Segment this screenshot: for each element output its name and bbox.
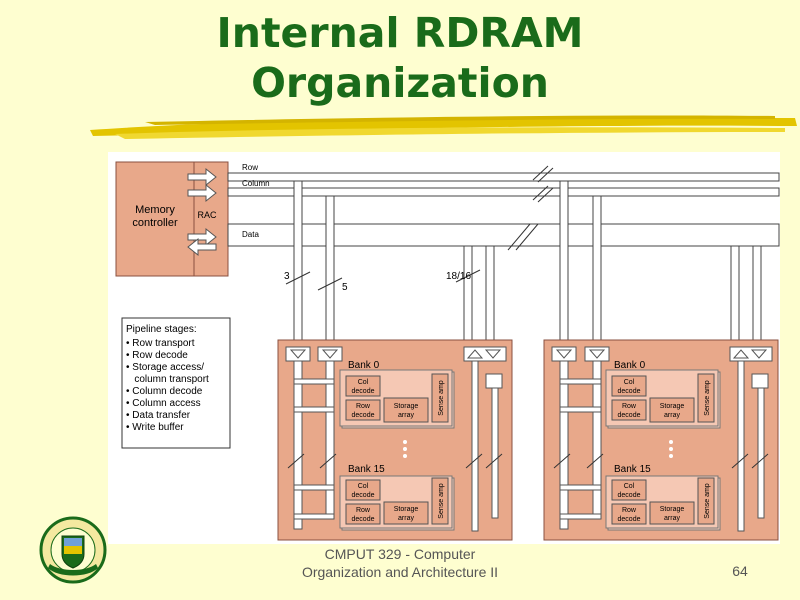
chip1-col-decode-label: Col (358, 379, 369, 386)
title-underline-swoosh (90, 115, 797, 139)
rdram-diagram: Memory controller RAC Row Column Data (108, 152, 780, 544)
rac-column-arrow-icon (187, 183, 217, 203)
rac-data-arrow-icon (187, 227, 217, 247)
chip2-bank0-label: Bank 0 (614, 360, 646, 371)
chip2-bank15-label: Bank 15 (614, 464, 651, 475)
input-buffer-icon (484, 349, 502, 359)
row-bus-label: Row (242, 163, 258, 172)
chip2-row-decode-label: Row (622, 507, 637, 514)
chip2-sense-amp-label: Sense amp (704, 380, 711, 416)
pipeline-stage-item: • Storage access/ (126, 362, 204, 373)
width-3-label: 3 (284, 271, 290, 282)
footer-line-2: Organization and Architecture II (301, 564, 499, 580)
pipeline-stage-item: • Write buffer (126, 422, 184, 433)
pipeline-stages-box: Pipeline stages: • Row transport • Row d… (121, 317, 231, 449)
data-bus (227, 223, 780, 247)
memory-controller-block: Memory controller RAC (115, 161, 229, 277)
column-bus-label: Column (242, 179, 270, 188)
output-buffer-icon (466, 349, 484, 359)
chip1-storage-array-label: array (398, 515, 414, 522)
pipeline-stage-item: column transport (126, 374, 209, 385)
output-buffer-icon (732, 349, 750, 359)
pipeline-stage-item: • Row decode (126, 350, 188, 361)
title-line-1: Internal RDRAM (216, 9, 584, 57)
chip1-row-decode-label: Row (356, 403, 371, 410)
chip1-sense-amp-label: Sense amp (438, 380, 445, 416)
width-18-16-label: 18/16 (446, 271, 471, 282)
row-bus (227, 172, 780, 182)
chip2-col-decode-label: decode (618, 492, 641, 499)
chip2-storage-array-label: Storage (660, 403, 685, 410)
chip2-row-decode-label: decode (618, 516, 641, 523)
chip2-ellipsis (669, 440, 673, 458)
page-number: 64 (732, 563, 748, 579)
pipeline-stage-item: • Column decode (126, 386, 203, 397)
pipeline-stage-item: • Row transport (126, 338, 195, 349)
title-line-2: Organization (251, 59, 549, 107)
input-buffer-icon (588, 349, 606, 359)
rdram-chip-1: Bank 0 Col decode Row decode Storage arr… (277, 339, 513, 541)
data-bus-label: Data (242, 230, 259, 239)
chip2-storage-array-label: array (664, 515, 680, 522)
chip2-col-decode-label: decode (618, 388, 641, 395)
memory-controller-label-1: Memory (135, 204, 175, 216)
chip1-storage-array-label: Storage (394, 403, 419, 410)
chip1-col-decode-label: Col (358, 483, 369, 490)
footer-course-info: CMPUT 329 - Computer Organization and Ar… (250, 545, 550, 581)
rac-label: RAC (197, 210, 217, 220)
pipeline-stage-item: • Column access (126, 398, 201, 409)
rdram-chip-2: Bank 0 Col decode Row decode Storage arr… (543, 339, 779, 541)
input-buffer-icon (555, 349, 573, 359)
input-buffer-icon (321, 349, 339, 359)
chip2-storage-array-label: Storage (660, 506, 685, 513)
chip2-col-decode-label: Col (624, 379, 635, 386)
chip1-storage-array-label: array (398, 412, 414, 419)
memory-controller-label-2: controller (132, 217, 178, 229)
chip1-sense-amp-label: Sense amp (438, 483, 445, 519)
rac-row-arrow-icon (187, 167, 217, 187)
chip1-row-decode-label: decode (352, 516, 375, 523)
footer-line-1: CMPUT 329 - Computer (324, 546, 476, 562)
chip2-storage-array-label: array (664, 412, 680, 419)
chip2-row-decode-label: Row (622, 403, 637, 410)
chip1-col-decode-label: decode (352, 492, 375, 499)
chip2-row-decode-label: decode (618, 412, 641, 419)
university-crest-logo (39, 516, 107, 584)
pipeline-title: Pipeline stages: (126, 324, 197, 335)
pipeline-stage-item: • Data transfer (126, 410, 191, 421)
bus-break-marks (507, 165, 554, 251)
input-buffer-icon (750, 349, 768, 359)
rac-data-return-arrow-icon (187, 237, 217, 257)
input-buffer-icon (289, 349, 307, 359)
width-markers (285, 269, 481, 291)
chip1-row-decode-label: decode (352, 412, 375, 419)
chip1-col-decode-label: decode (352, 388, 375, 395)
column-bus (227, 187, 780, 197)
chip2-col-decode-label: Col (624, 483, 635, 490)
chip1-ellipsis (403, 440, 407, 458)
chip1-row-decode-label: Row (356, 507, 371, 514)
chip2-sense-amp-label: Sense amp (704, 483, 711, 519)
chip1-bank0-label: Bank 0 (348, 360, 380, 371)
chip1-storage-array-label: Storage (394, 506, 419, 513)
width-5-label: 5 (342, 282, 348, 293)
slide-title: Internal RDRAM Organization (0, 8, 800, 108)
chip1-bank15-label: Bank 15 (348, 464, 385, 475)
